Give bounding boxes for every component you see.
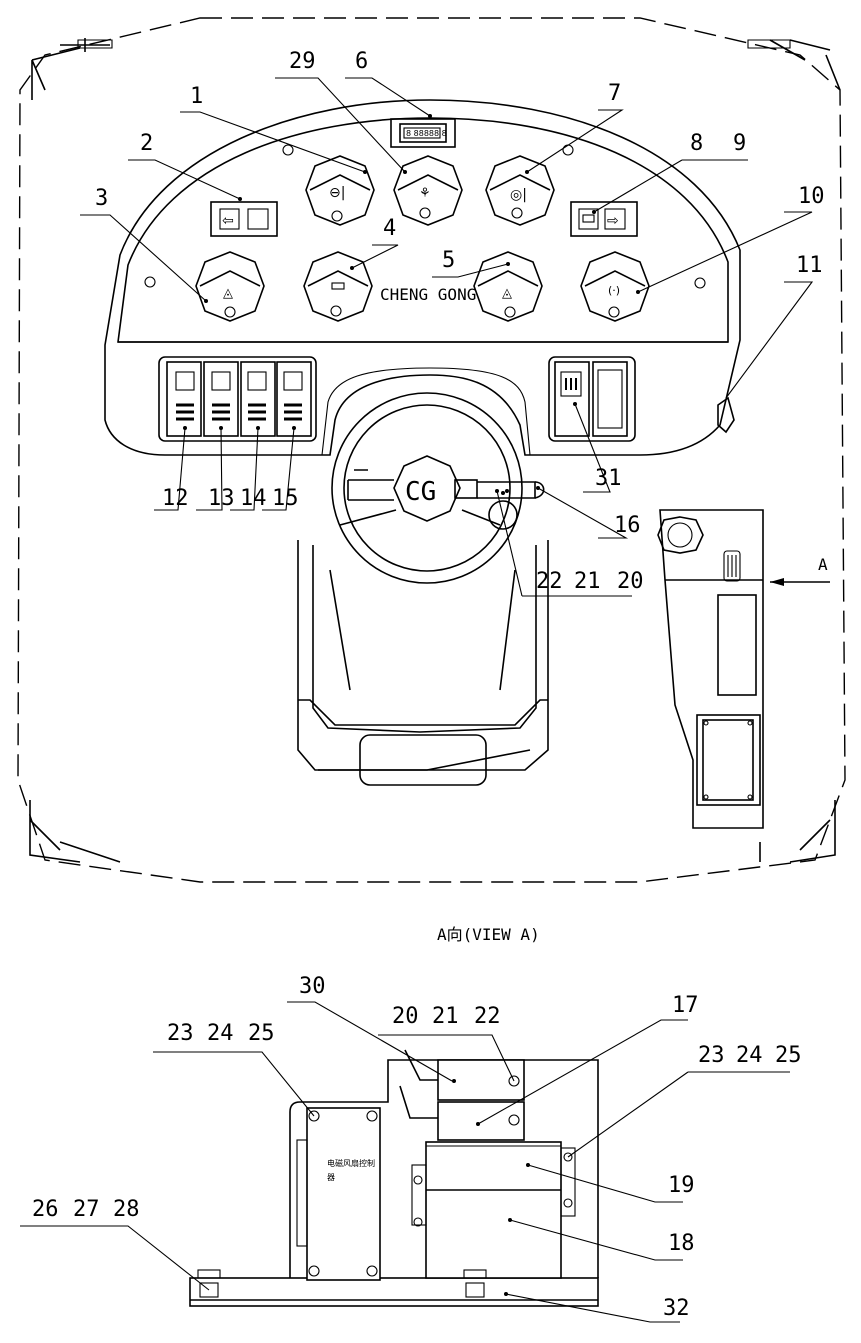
view-a-part-label-25: 25 [248,1021,275,1046]
gauge-10: (·) [580,251,650,322]
controller-text-line2: 器 [327,1173,335,1182]
view-a-part-label-18: 18 [668,1231,695,1256]
part-11-clip [717,396,735,434]
gauge-3: ◬ [195,251,265,322]
view-arrow-label: A [818,555,828,574]
dashboard-part-label-1: 1 [190,84,203,109]
view-a-part-label-26: 26 [32,1197,59,1222]
cab-outline [17,17,846,883]
view-a-part-label-21: 21 [432,1004,459,1029]
svg-text:◎|: ◎| [510,187,527,203]
panel-screw [562,144,574,156]
dashboard-part-label-12: 12 [162,486,189,511]
dashboard-part-label-2: 2 [140,131,153,156]
switch-31 [548,356,636,442]
view-a-part-label-23: 23 [698,1043,725,1068]
view-a-part-label-32: 32 [663,1296,690,1321]
part-labels-view-a: 30 20 21 22 17 23 24 25 23 24 25 19 26 27 28 18 32 [32,974,802,1321]
gauge-4 [303,251,373,322]
svg-text:⇨: ⇨ [607,213,619,229]
view-a-part-label-28: 28 [113,1197,140,1222]
view-a-part-label-17: 17 [672,993,699,1018]
dashboard-part-label-6: 6 [355,49,368,74]
svg-text:◬: ◬ [502,286,512,301]
dashboard-part-label-8: 8 [690,131,703,156]
dashboard-part-label-13: 13 [208,486,235,511]
panel-screw [694,277,706,289]
rocker-switch-group [158,356,317,442]
view-a-assembly: 电磁风扇控制 器 [189,1049,599,1307]
dashboard-part-label-29: 29 [289,49,316,74]
dashboard-part-label-5: 5 [442,248,455,273]
svg-text:◬: ◬ [223,286,233,301]
gauge-29: ⚘ [393,155,463,226]
brand-text: CHENG GONG [380,285,476,304]
dashboard-part-label-14: 14 [240,486,267,511]
dashboard-part-label-15: 15 [272,486,299,511]
dashboard-part-label-16: 16 [614,513,641,538]
view-a-part-label-20: 20 [392,1004,419,1029]
dashboard-part-label-7: 7 [608,81,621,106]
svg-text:⚘: ⚘ [419,186,431,201]
view-title: A向(VIEW A) [437,925,540,944]
view-a-part-label-22: 22 [474,1004,501,1029]
dashboard-part-label-22: 22 [536,569,563,594]
svg-text:8 88888 8: 8 88888 8 [406,129,447,138]
steering-wheel: CG [331,392,545,584]
controller-text-line1: 电磁风扇控制 [327,1158,375,1168]
logo-text: CG [405,477,436,507]
leader-lines-dashboard [80,77,814,597]
dashboard-part-label-20: 20 [617,569,644,594]
gauge-1: ⊖| [305,155,375,226]
panel-screw [144,276,156,288]
view-a-part-label-19: 19 [668,1173,695,1198]
dashboard-part-label-4: 4 [383,216,396,241]
leader-lines-view-a [20,1001,790,1323]
turn-indicator-left: ⇦ [210,197,278,237]
dashboard-part-label-31: 31 [595,466,622,491]
view-a-part-label-24: 24 [207,1021,234,1046]
view-a-part-label-30: 30 [299,974,326,999]
svg-text:⊖|: ⊖| [329,185,345,201]
hour-meter: 8 88888 8 [390,114,456,148]
dashboard-part-label-21: 21 [574,569,601,594]
svg-text:(·): (·) [608,284,620,297]
gauge-7: ◎| [485,155,555,226]
dashboard-part-label-3: 3 [95,186,108,211]
dashboard-part-label-11: 11 [796,253,823,278]
side-console: A [657,509,830,829]
dashboard-part-label-9: 9 [733,131,746,156]
view-a-part-label-24: 24 [736,1043,763,1068]
turn-indicator-right: ⇨ [570,201,638,237]
svg-text:⇦: ⇦ [222,213,234,229]
view-a-part-label-27: 27 [73,1197,100,1222]
dashboard-part-label-10: 10 [798,184,825,209]
floor-area [297,540,549,786]
gauge-5: ◬ [473,251,543,322]
view-a-part-label-25: 25 [775,1043,802,1068]
instrument-panel [104,99,741,456]
view-a-part-label-23: 23 [167,1021,194,1046]
panel-screw [282,144,294,156]
